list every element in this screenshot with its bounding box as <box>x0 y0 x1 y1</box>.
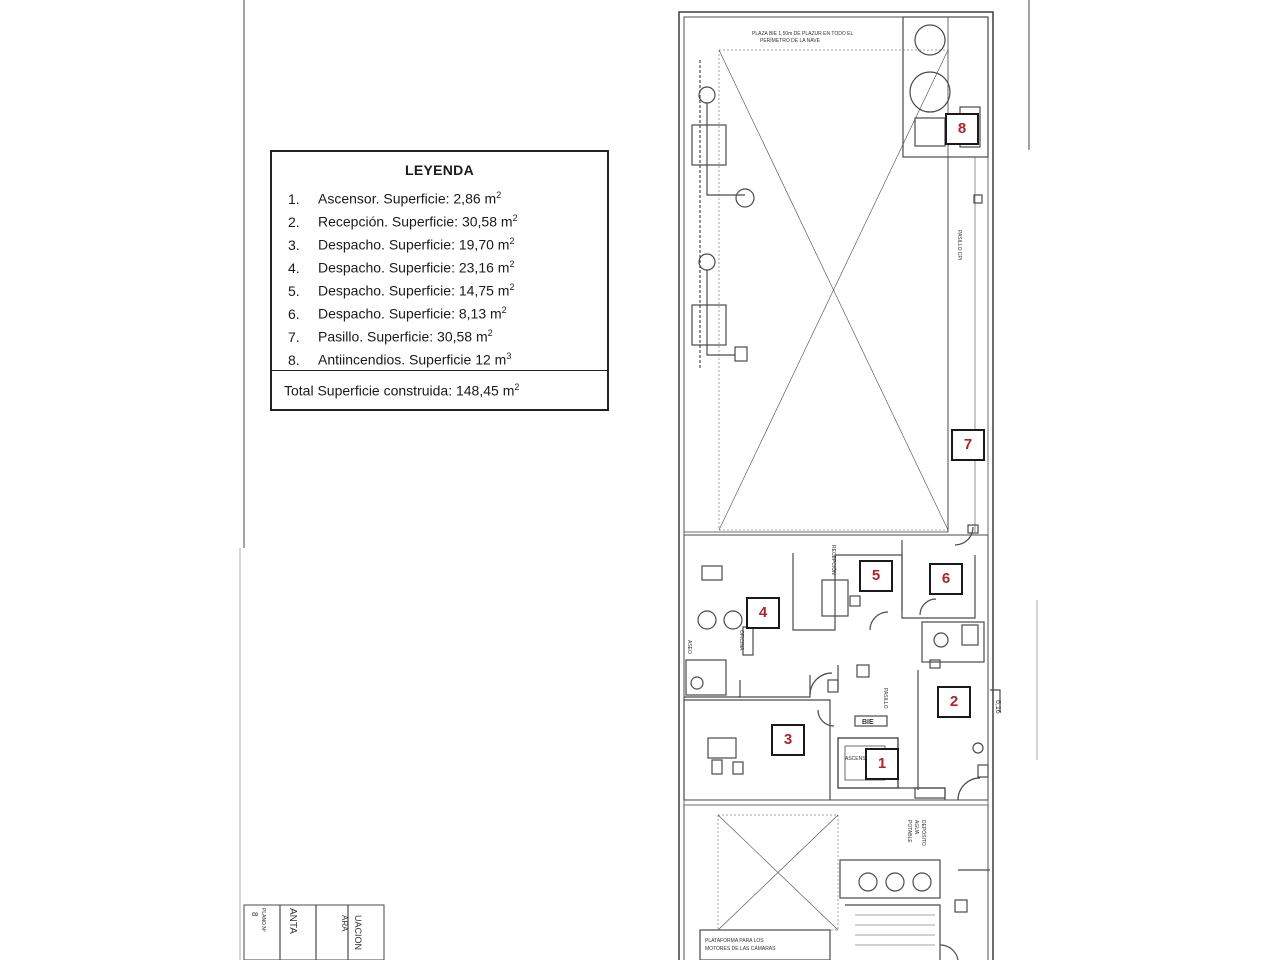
plataforma-label-2: MOTORES DE LAS CÁMARAS <box>705 945 776 952</box>
room-tag-7: 7 <box>951 429 985 461</box>
perimeter-note-line-2: PERÍMETRO DE LA NAVE <box>760 37 821 44</box>
room-tag-3: 3 <box>771 724 805 756</box>
legend-item: 5.Despacho. Superficie: 14,75 m2 <box>288 282 515 299</box>
perimeter-note-line-1: PLAZA BIE 1,50m DE PLAZUR EN TODO EL <box>752 31 853 37</box>
pasillo-label: PASILLO <box>882 688 888 709</box>
title-block-text-1: UACION <box>353 915 363 950</box>
legend-item: 7.Pasillo. Superficie: 30,58 m2 <box>288 328 493 345</box>
deposito-label-3: POTABLE <box>906 820 912 843</box>
room-tag-4: 4 <box>746 597 780 629</box>
legend-item: 6.Despacho. Superficie: 8,13 m2 <box>288 305 507 322</box>
legend-item: 1.Ascensor. Superficie: 2,86 m2 <box>288 190 502 207</box>
deposito-label-2: AGUA <box>913 820 919 835</box>
legend-item: 4.Despacho. Superficie: 23,16 m2 <box>288 259 515 276</box>
legend-item: 3.Despacho. Superficie: 19,70 m2 <box>288 236 515 253</box>
legend-box: LEYENDA 1.Ascensor. Superficie: 2,86 m2 … <box>270 150 609 411</box>
pasillo-cpi-label: PASILLO CPI <box>956 230 962 260</box>
plataforma-label-1: PLATAFORMA PARA LOS <box>705 938 764 944</box>
legend-divider <box>272 370 607 371</box>
title-block-text-2: ARA <box>340 915 349 932</box>
room-tag-8: 8 <box>945 113 979 145</box>
legend-item: 8.Antiincendios. Superficie 12 m3 <box>288 351 512 368</box>
aseo-label: ASEO <box>686 640 692 654</box>
ascensor-label: ASCENSOR <box>845 756 873 762</box>
bie-label: BIE <box>862 719 874 726</box>
title-block-text-3: ANTA <box>287 908 298 934</box>
legend-item: 2.Recepción. Superficie: 30,58 m2 <box>288 213 518 230</box>
recepcion-label: RECEPCIÓN <box>830 545 837 575</box>
title-block-text-4: PLANO Nº <box>260 908 266 932</box>
room-tag-6: 6 <box>929 563 963 595</box>
dimension-label: 6,16 <box>994 700 1001 714</box>
room-tag-1: 1 <box>865 748 899 780</box>
room-tag-5: 5 <box>859 560 893 592</box>
deposito-label-1: DEPÓSITO <box>920 820 927 846</box>
room-tag-2: 2 <box>937 686 971 718</box>
legend-title: LEYENDA <box>405 162 474 178</box>
oficina-label: OFICINA <box>738 630 744 651</box>
legend-total: Total Superficie construida: 148,45 m2 <box>284 382 520 399</box>
title-block-text-5: 8 <box>250 912 259 917</box>
legend-list: 1.Ascensor. Superficie: 2,86 m2 2.Recepc… <box>288 184 518 368</box>
